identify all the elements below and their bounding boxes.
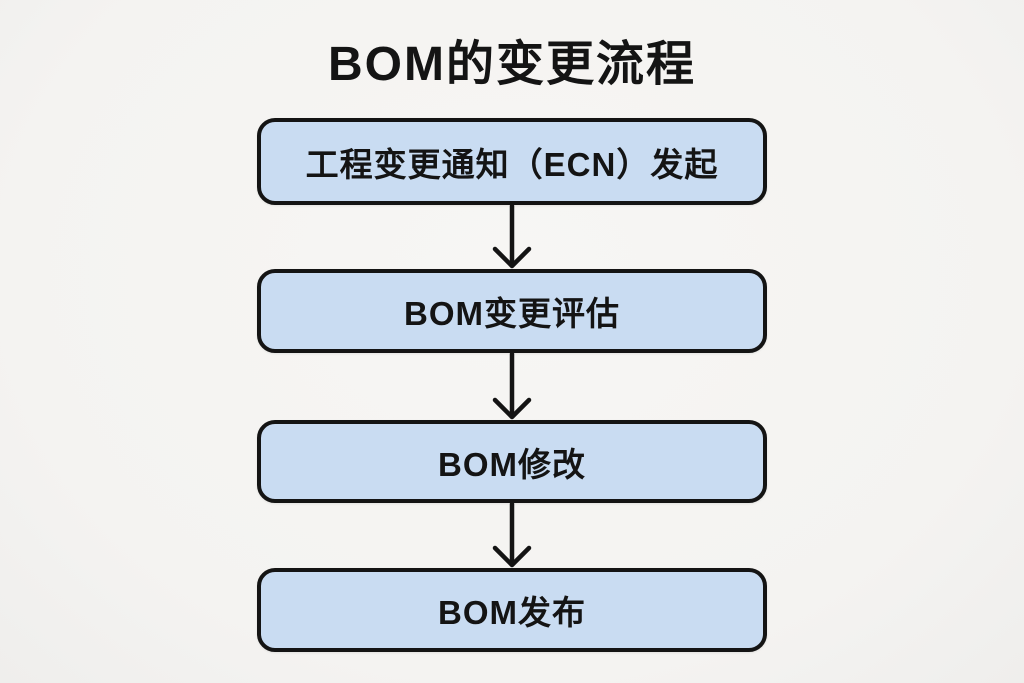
- flow-title: BOM的变更流程: [328, 38, 696, 91]
- arrow-down-icon: [492, 353, 532, 420]
- flow-step-label: BOM变更评估: [404, 295, 620, 332]
- flow-step-label: BOM修改: [438, 445, 586, 483]
- flow-step-bom-release: BOM发布: [257, 568, 767, 652]
- flow-step-label: 工程变更通知（ECN）发起: [305, 145, 719, 183]
- arrow-down-icon: [492, 205, 532, 269]
- arrow-down-icon: [492, 503, 532, 568]
- flow-step-label: BOM发布: [438, 594, 586, 631]
- flow-step-bom-change-evaluation: BOM变更评估: [257, 269, 767, 353]
- flow-step-ecn-initiation: 工程变更通知（ECN）发起: [257, 118, 767, 205]
- flow-step-bom-modification: BOM修改: [257, 420, 767, 503]
